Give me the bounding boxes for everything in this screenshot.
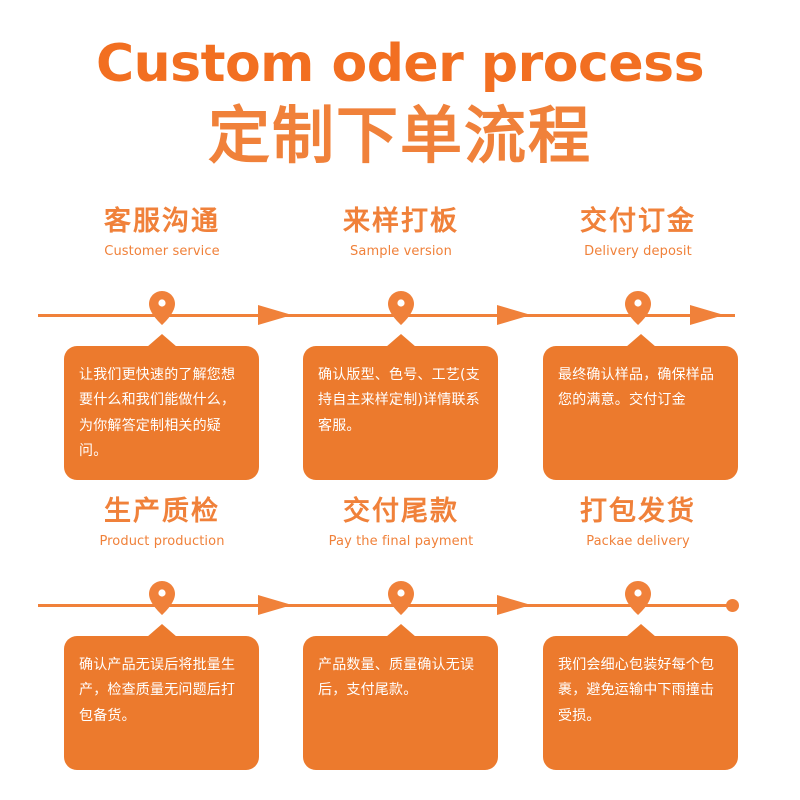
card-pointer-icon: [625, 334, 656, 347]
card-pointer-icon: [146, 334, 177, 347]
step-heading-5: 交付尾款 Pay the final payment: [281, 495, 521, 549]
step-card-body-2: 确认版型、色号、工艺(支持自主来样定制)详情联系客服。: [318, 367, 480, 434]
arrow-right-icon: [497, 305, 531, 325]
step-title-cn-5: 交付尾款: [343, 496, 459, 527]
step-card-6: 我们会细心包装好每个包裹，避免运输中下雨撞击受损。: [543, 624, 738, 770]
timeline-line-2: [38, 604, 730, 607]
step-title-en-4: Product production: [99, 533, 225, 549]
map-pin-icon: [149, 581, 175, 615]
map-pin-icon: [625, 291, 651, 325]
row-2-cards: 确认产品无误后将批量生产，检查质量无问题后打包备货。 产品数量、质量确认无误后，…: [0, 624, 800, 775]
arrow-right-icon: [258, 305, 292, 325]
step-title-cn-6: 打包发货: [580, 496, 696, 527]
arrow-right-icon: [497, 595, 531, 615]
row-1-step-headings: 客服沟通 Customer service 来样打板 Sample versio…: [0, 205, 800, 297]
row-1-timeline: [0, 291, 800, 333]
arrow-right-icon: [258, 595, 292, 615]
map-pin-icon: [149, 291, 175, 325]
map-pin-icon: [388, 581, 414, 615]
row-1-cards: 让我们更快速的了解您想要什么和我们能做什么，为你解答定制相关的疑问。 确认版型、…: [0, 334, 800, 485]
step-heading-6: 打包发货 Packae delivery: [518, 495, 758, 549]
process-row-2: 生产质检 Product production 交付尾款 Pay the fin…: [0, 495, 800, 775]
step-card-body-5: 产品数量、质量确认无误后，支付尾款。: [318, 657, 475, 699]
card-pointer-icon: [385, 334, 416, 347]
map-pin-icon: [388, 291, 414, 325]
card-pointer-icon: [385, 624, 416, 637]
step-title-en-1: Customer service: [104, 243, 220, 259]
step-card-4: 确认产品无误后将批量生产，检查质量无问题后打包备货。: [64, 624, 259, 770]
arrow-right-icon: [690, 305, 724, 325]
step-title-cn-2: 来样打板: [343, 206, 459, 237]
step-title-en-6: Packae delivery: [586, 533, 690, 549]
step-heading-1: 客服沟通 Customer service: [42, 205, 282, 259]
step-title-cn-1: 客服沟通: [104, 206, 220, 237]
step-card-body-4: 确认产品无误后将批量生产，检查质量无问题后打包备货。: [79, 657, 236, 724]
timeline-line-1: [38, 314, 735, 317]
process-row-1: 客服沟通 Customer service 来样打板 Sample versio…: [0, 205, 800, 485]
step-card-1: 让我们更快速的了解您想要什么和我们能做什么，为你解答定制相关的疑问。: [64, 334, 259, 480]
step-heading-2: 来样打板 Sample version: [281, 205, 521, 259]
card-pointer-icon: [146, 624, 177, 637]
step-title-cn-4: 生产质检: [104, 496, 220, 527]
step-title-en-5: Pay the final payment: [328, 533, 474, 549]
step-title-cn-3: 交付订金: [580, 206, 696, 237]
step-card-body-3: 最终确认样品，确保样品您的满意。交付订金: [558, 367, 715, 409]
step-card-5: 产品数量、质量确认无误后，支付尾款。: [303, 624, 498, 770]
step-heading-3: 交付订金 Delivery deposit: [518, 205, 758, 259]
timeline-end-dot-icon: [726, 599, 739, 612]
page-title-chinese: 定制下单流程: [207, 99, 592, 172]
page-title-english: Custom oder process: [95, 34, 705, 94]
step-title-en-2: Sample version: [350, 243, 452, 259]
row-2-timeline: [0, 581, 800, 623]
card-pointer-icon: [625, 624, 656, 637]
step-heading-4: 生产质检 Product production: [42, 495, 282, 549]
map-pin-icon: [625, 581, 651, 615]
row-2-step-headings: 生产质检 Product production 交付尾款 Pay the fin…: [0, 495, 800, 587]
step-title-en-3: Delivery deposit: [584, 243, 692, 259]
step-card-3: 最终确认样品，确保样品您的满意。交付订金: [543, 334, 738, 480]
step-card-body-1: 让我们更快速的了解您想要什么和我们能做什么，为你解答定制相关的疑问。: [79, 367, 236, 460]
step-card-2: 确认版型、色号、工艺(支持自主来样定制)详情联系客服。: [303, 334, 498, 480]
step-card-body-6: 我们会细心包装好每个包裹，避免运输中下雨撞击受损。: [558, 657, 715, 724]
